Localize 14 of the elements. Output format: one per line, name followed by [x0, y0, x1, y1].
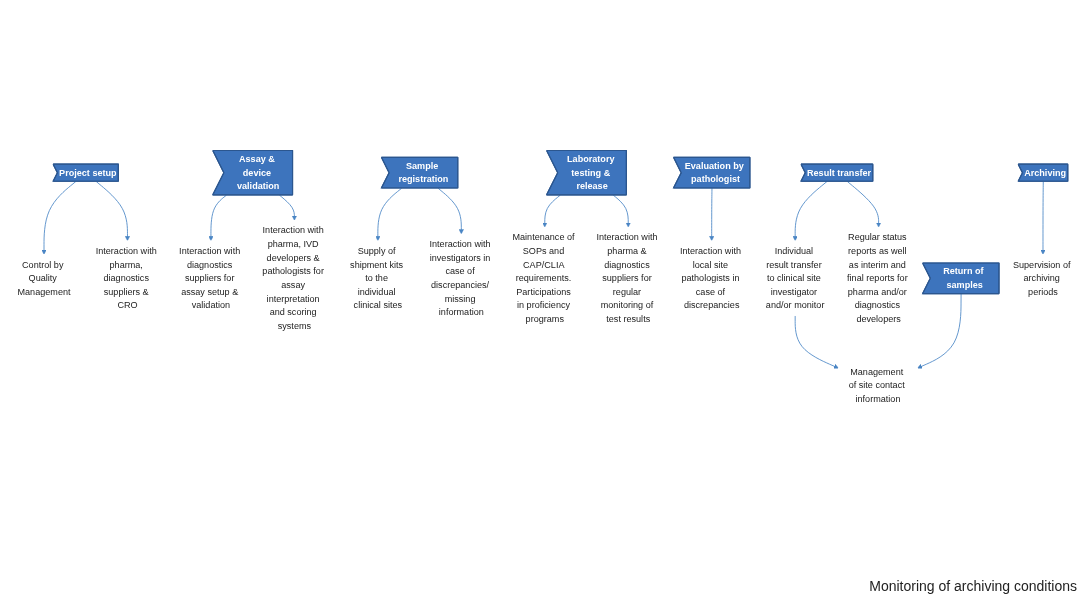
node-text: Interaction with pharma & diagnostics suppliers for regular monitoring of test results	[596, 232, 658, 324]
node-text: Individual result transfer to clinical site investigator and/or monitor	[765, 245, 825, 311]
node-text: Management of site contact information	[848, 366, 905, 404]
node-text: Supervision of archiving periods	[1012, 259, 1071, 297]
note-text: Monitoring of archiving conditions	[869, 578, 1077, 594]
node-text: Interaction with investigators in case of discrepancies/ missing information	[429, 239, 491, 317]
node-text: Regular status reports as well as interim and final reports for pharma and/or diagnostics developers	[847, 232, 908, 324]
node-text: Interaction with diagnostics suppliers for assay setup & validation	[179, 245, 241, 311]
node-text: Control by Quality Management	[17, 259, 71, 297]
node-text: Interaction with pharma, diagnostics suppliers & CRO	[95, 245, 157, 311]
node-text: Interaction with local site pathologists in case of discrepancies	[679, 245, 741, 311]
node-text: Maintenance of SOPs and CAP/CLIA requirements. Participations in proficiency programs	[512, 232, 575, 324]
node-text: Interaction with pharma, IVD developers & pathologists for assay interpretation and scoring systems	[262, 225, 324, 331]
node-text: Supply of shipment kits to the individual clinical sites	[350, 245, 404, 311]
